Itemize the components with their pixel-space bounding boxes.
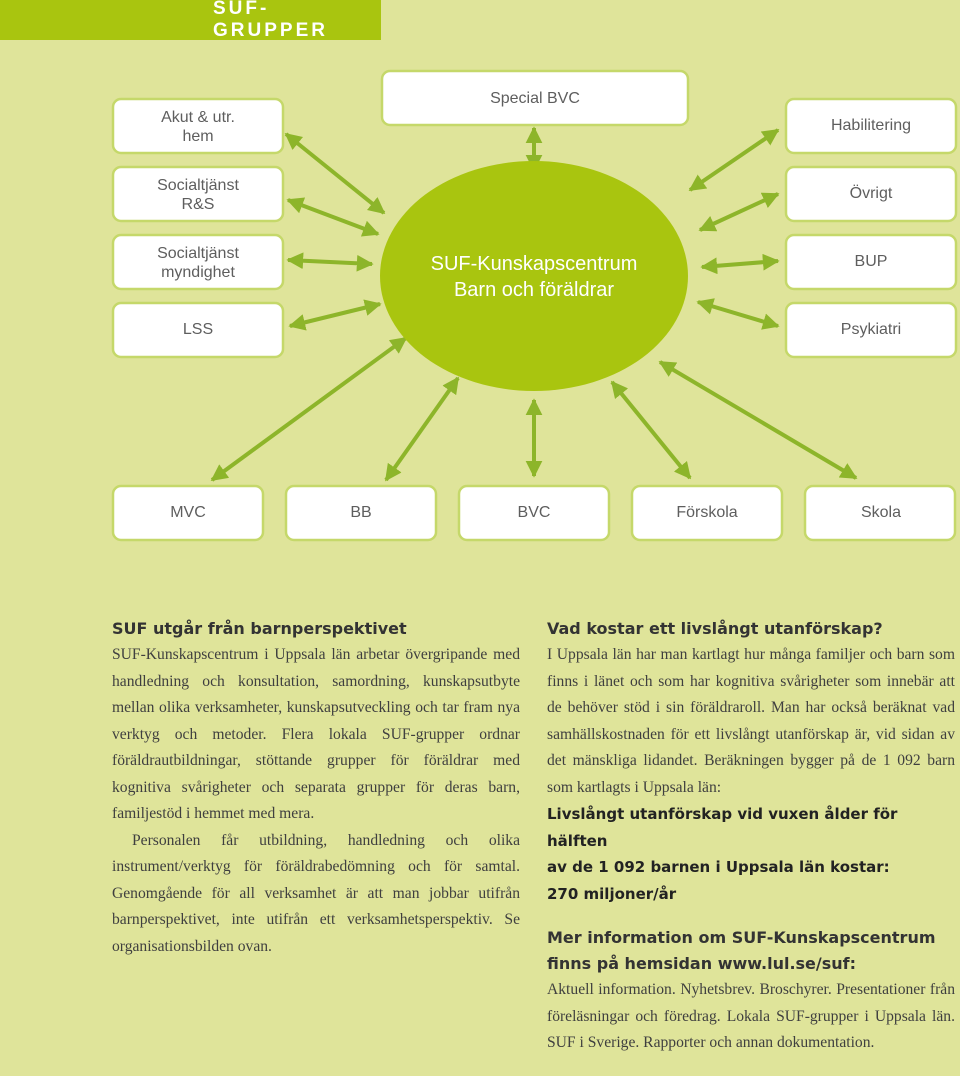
node-skola-label: Skola (861, 504, 901, 521)
left-column: SUF utgår från barnperspektivet SUF-Kuns… (112, 616, 520, 960)
section-title: SUF-GRUPPER (213, 0, 328, 41)
arrow-lss (288, 299, 382, 331)
left-paragraph-1: SUF-Kunskapscentrum i Uppsala län arbeta… (112, 646, 520, 822)
node-psykiatri (784, 301, 958, 359)
section-header: SUF-GRUPPER (0, 0, 381, 41)
more-info-text: Aktuell information. Nyhetsbrev. Broschy… (547, 981, 955, 1051)
node-forskola-label: Förskola (676, 504, 737, 521)
node-ovrigt (784, 165, 958, 223)
node-socialtjanst-myndighet-line2: myndighet (161, 264, 235, 281)
node-bvc-label: BVC (518, 504, 551, 521)
node-lss (111, 301, 285, 359)
node-ovrigt-label: Övrigt (850, 184, 893, 202)
node-bvc (457, 484, 611, 542)
right-column: Vad kostar ett livslångt utanförskap? I … (547, 616, 955, 1057)
cost-highlight-line2: av de 1 092 barnen i Uppsala län kostar: (547, 858, 890, 876)
node-mvc-label: MVC (170, 504, 206, 521)
right-heading: Vad kostar ett livslångt utanförskap? (547, 619, 883, 638)
node-akut-line2: hem (182, 128, 213, 145)
node-psykiatri-label: Psykiatri (841, 321, 901, 338)
node-habilitering (784, 97, 958, 155)
left-heading: SUF utgår från barnperspektivet (112, 619, 407, 638)
node-socialtjanst-rs-line1: Socialtjänst (157, 177, 239, 194)
cost-highlight-amount: 270 miljoner/år (547, 884, 677, 903)
arrow-mvc (210, 336, 408, 482)
arrow-skola (658, 360, 858, 480)
node-special-bvc (380, 69, 690, 127)
arrow-habilitering (688, 128, 780, 192)
node-habilitering-label: Habilitering (831, 117, 911, 134)
node-socialtjanst-myndighet-line1: Socialtjänst (157, 245, 239, 262)
more-info-heading: Mer information om SUF-Kunskapscentrum f… (547, 928, 936, 973)
node-forskola (630, 484, 784, 542)
right-paragraph-1: I Uppsala län har man kartlagt hur många… (547, 646, 955, 796)
connector-arrows (210, 126, 858, 482)
arrow-socialtjanst-rs (286, 197, 380, 237)
node-bb (284, 484, 438, 542)
node-akut (111, 97, 285, 155)
node-socialtjanst-rs (111, 165, 285, 223)
node-bup (784, 233, 958, 291)
node-akut-line1: Akut & utr. (161, 109, 235, 126)
node-skola (803, 484, 957, 542)
node-socialtjanst-rs-line2: R&S (182, 196, 215, 213)
arrow-bup (700, 253, 780, 275)
node-mvc (111, 484, 265, 542)
arrow-ovrigt (698, 192, 780, 232)
node-special-bvc-label: Special BVC (490, 90, 580, 107)
arrow-socialtjanst-myndighet (286, 252, 374, 272)
arrow-akut (284, 132, 386, 215)
organisation-diagram: SUF-Kunskapscentrum Barn och föräldrar A… (111, 69, 958, 542)
arrow-forskola (610, 380, 692, 480)
node-socialtjanst-myndighet (111, 233, 285, 291)
arrow-bb (384, 376, 460, 482)
arrow-psykiatri (696, 298, 780, 330)
center-label-line1: SUF-Kunskapscentrum (431, 253, 638, 275)
node-bb-label: BB (350, 504, 371, 521)
node-bup-label: BUP (855, 253, 888, 270)
center-node (380, 161, 688, 391)
node-lss-label: LSS (183, 321, 213, 338)
left-paragraph-2: Personalen får utbildning, handledning o… (112, 831, 520, 955)
cost-highlight-line1: Livslångt utanförskap vid vuxen ålder fö… (547, 805, 898, 850)
center-label-line2: Barn och föräldrar (454, 279, 614, 301)
